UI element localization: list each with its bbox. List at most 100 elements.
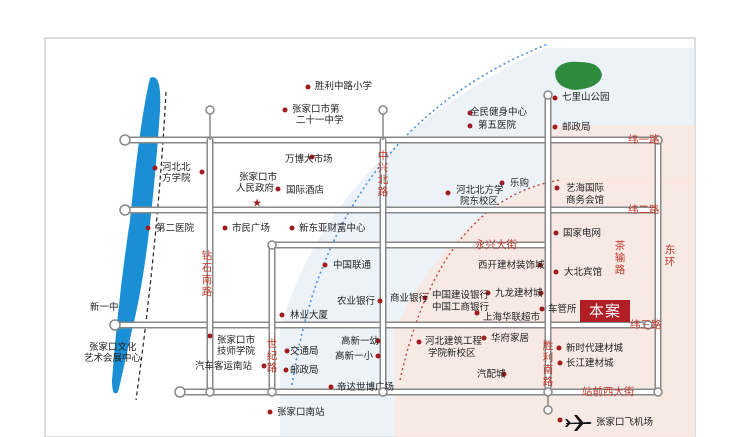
label-shanghai-supermarket: 上海华联超市 xyxy=(483,312,541,323)
dotted-red-arc xyxy=(399,179,561,381)
project-location-badge: 本案 xyxy=(580,300,630,322)
label-ccb: 中国建设银行 xyxy=(432,290,490,301)
label-gaoxin-yiyou: 高新一幼 xyxy=(341,336,380,347)
poi-dot-icon xyxy=(553,269,559,275)
poi-dot-icon xyxy=(261,363,267,369)
poi-dot-icon xyxy=(322,262,328,268)
road-endpoints xyxy=(109,90,663,415)
poi-dot-icon xyxy=(557,417,563,423)
dotted-blue-arc xyxy=(291,43,549,386)
poi-dot-icon xyxy=(222,225,228,231)
poi-dot-icon xyxy=(556,345,562,351)
poi-dot-icon xyxy=(467,110,473,116)
poi-dot-icon xyxy=(152,165,158,171)
poi-dot-icon xyxy=(375,353,381,359)
road-label-shengli: 胜利南路 xyxy=(542,340,554,388)
label-wanbo: 万博大市场 xyxy=(285,154,333,165)
poi-dot-icon xyxy=(267,409,273,415)
label-changjiang: 长江建材城 xyxy=(566,358,614,369)
road-label-weiyi: 纬一路 xyxy=(628,134,660,146)
poi-dot-icon xyxy=(207,333,213,339)
river-bank-dashed xyxy=(135,91,167,401)
label-auto-parts: 汽配城 xyxy=(477,369,506,380)
label-xinyi: 新一中 xyxy=(90,302,119,313)
poi-dot-icon xyxy=(552,95,558,101)
road-label-chashu: 茶输路 xyxy=(614,240,626,276)
label-qilishan: 七里山公园 xyxy=(562,92,610,103)
road-label-weier: 纬二路 xyxy=(628,204,660,216)
label-bus-station: 汽车客运南站 xyxy=(195,361,253,372)
label-city-square: 市民广场 xyxy=(232,223,271,234)
label-airport: 张家口飞机场 xyxy=(596,417,654,428)
label-arts-center-2: 艺术会展中心 xyxy=(84,353,142,364)
road-label-shiji: 世纪路 xyxy=(266,338,278,374)
label-icbc: 中国工商银行 xyxy=(432,302,490,313)
road-label-weisan: 纬三路 xyxy=(630,319,662,331)
poi-dot-icon xyxy=(199,169,205,175)
label-south-station: 张家口南站 xyxy=(277,407,325,418)
poi-dot-icon xyxy=(275,186,281,192)
label-hebei-north-2: 方学院 xyxy=(162,173,191,184)
label-shengli-primary: 胜利中路小学 xyxy=(315,81,373,92)
label-diyuan: 帝达世博广场 xyxy=(337,382,395,393)
poi-dot-icon xyxy=(283,367,289,373)
road-label-yongxing: 永兴大街 xyxy=(475,239,517,251)
label-legou: 乐购 xyxy=(510,178,530,189)
label-xindongya: 新东亚财富中心 xyxy=(299,223,366,234)
poi-dot-icon xyxy=(539,306,545,312)
poi-dot-icon xyxy=(328,384,334,390)
poi-dot-icon xyxy=(416,339,422,345)
label-hebei-east-2: 院东校区 xyxy=(460,196,499,207)
label-agri-bank: 农业银行 xyxy=(337,296,376,307)
label-vehicle-admin: 车管所 xyxy=(548,304,577,315)
label-china-unicom: 中国联通 xyxy=(333,260,372,271)
label-arts-center-1: 张家口文化 xyxy=(89,342,137,353)
label-no21-2: 二十一中学 xyxy=(296,115,344,126)
label-intl-hotel: 国际酒店 xyxy=(286,185,325,196)
poi-dot-icon xyxy=(537,262,543,268)
poi-dot-icon xyxy=(375,338,381,344)
label-no21-1: 张家口市第 xyxy=(292,104,340,115)
label-commerce-bank: 商业银行 xyxy=(390,293,429,304)
label-huafu: 华府家居 xyxy=(491,333,530,344)
poi-dot-icon xyxy=(422,295,428,301)
poi-dot-icon xyxy=(445,190,451,196)
poi-dot-icon xyxy=(485,290,491,296)
poi-dot-icon xyxy=(501,371,507,377)
label-hebei-east-1: 河北北方学 xyxy=(456,185,504,196)
label-second-hospital: 第二医院 xyxy=(156,223,195,234)
label-new-era: 新时代建材城 xyxy=(566,343,624,354)
poi-dot-icon xyxy=(279,312,285,318)
poi-dot-icon xyxy=(554,185,560,191)
road-label-zhanqian: 站前西大街 xyxy=(582,386,635,398)
label-yihai-2: 商务会馆 xyxy=(566,195,605,206)
poi-dot-icon xyxy=(284,348,290,354)
road-label-donghuan: 东环 xyxy=(664,244,676,268)
star-icon: ★ xyxy=(252,196,262,210)
park-icon xyxy=(555,61,602,90)
poi-dot-icon xyxy=(553,230,559,236)
label-yihai-1: 艺海国际 xyxy=(566,183,605,194)
poi-dot-icon xyxy=(309,154,315,160)
poi-dot-icon xyxy=(474,310,480,316)
label-state-grid: 国家电网 xyxy=(563,228,602,239)
peach-zone-top xyxy=(545,125,695,185)
airplane-icon xyxy=(565,415,592,431)
label-fifth-hospital: 第五医院 xyxy=(478,120,517,131)
poi-dot-icon xyxy=(481,335,487,341)
label-city-gov-2: 人民政府 xyxy=(236,183,275,194)
label-linye: 林业大厦 xyxy=(290,310,329,321)
label-fitness: 全民健身中心 xyxy=(470,107,528,118)
label-post-office: 邮政局 xyxy=(562,122,591,133)
label-xikai: 西开建材装饰城 xyxy=(478,260,545,271)
label-tech-school-1: 张家口市 xyxy=(217,335,256,346)
label-post-bureau: 邮政局 xyxy=(290,365,319,376)
poi-dot-icon xyxy=(557,360,563,366)
poi-dot-icon xyxy=(282,107,288,113)
river xyxy=(112,77,161,394)
poi-dot-icon xyxy=(552,124,558,130)
label-hebei-building-1: 河北建筑工程 xyxy=(425,336,483,347)
poi-dot-icon xyxy=(499,180,505,186)
poi-dot-icon xyxy=(467,123,473,129)
